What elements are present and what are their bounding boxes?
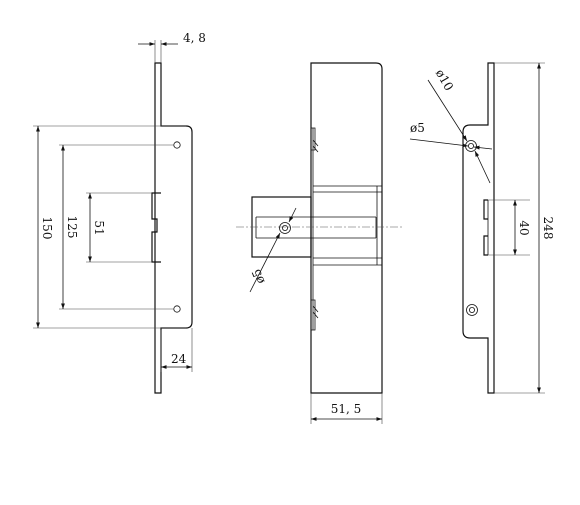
middle-view: ø5 51, 5 [236, 62, 404, 424]
dim-left-150: 150 [40, 217, 54, 240]
dim-middle-hole: ø5 [249, 267, 268, 286]
left-plate-outline [154, 62, 193, 394]
right-view: ø10 ø5 40 248 [409, 62, 555, 394]
right-slot [483, 199, 488, 256]
left-lower-hole [173, 305, 181, 313]
left-view: 4, 8 150 125 51 24 [33, 31, 206, 394]
middle-body-outline [310, 62, 383, 394]
dim-left-125: 125 [65, 216, 79, 239]
dim-right-248: 248 [541, 217, 555, 240]
left-upper-hole [173, 141, 181, 149]
dim-middle-width: 51, 5 [331, 402, 362, 416]
dim-left-24: 24 [171, 352, 187, 366]
middle-hole-outer [279, 222, 291, 234]
dim-left-top-thickness: 4, 8 [183, 31, 206, 45]
right-lower-hole-outer [466, 304, 478, 316]
left-slot [151, 192, 161, 263]
dim-right-40: 40 [517, 220, 531, 235]
dim-left-51: 51 [92, 220, 106, 235]
right-lower-hole-inner [468, 306, 475, 313]
right-upper-hole-inner [467, 142, 474, 149]
right-plate-outline [462, 62, 495, 394]
dim-right-small-dia: ø5 [410, 121, 425, 135]
middle-hole-inner [281, 224, 288, 231]
dim-right-large-dia: ø10 [433, 67, 456, 93]
